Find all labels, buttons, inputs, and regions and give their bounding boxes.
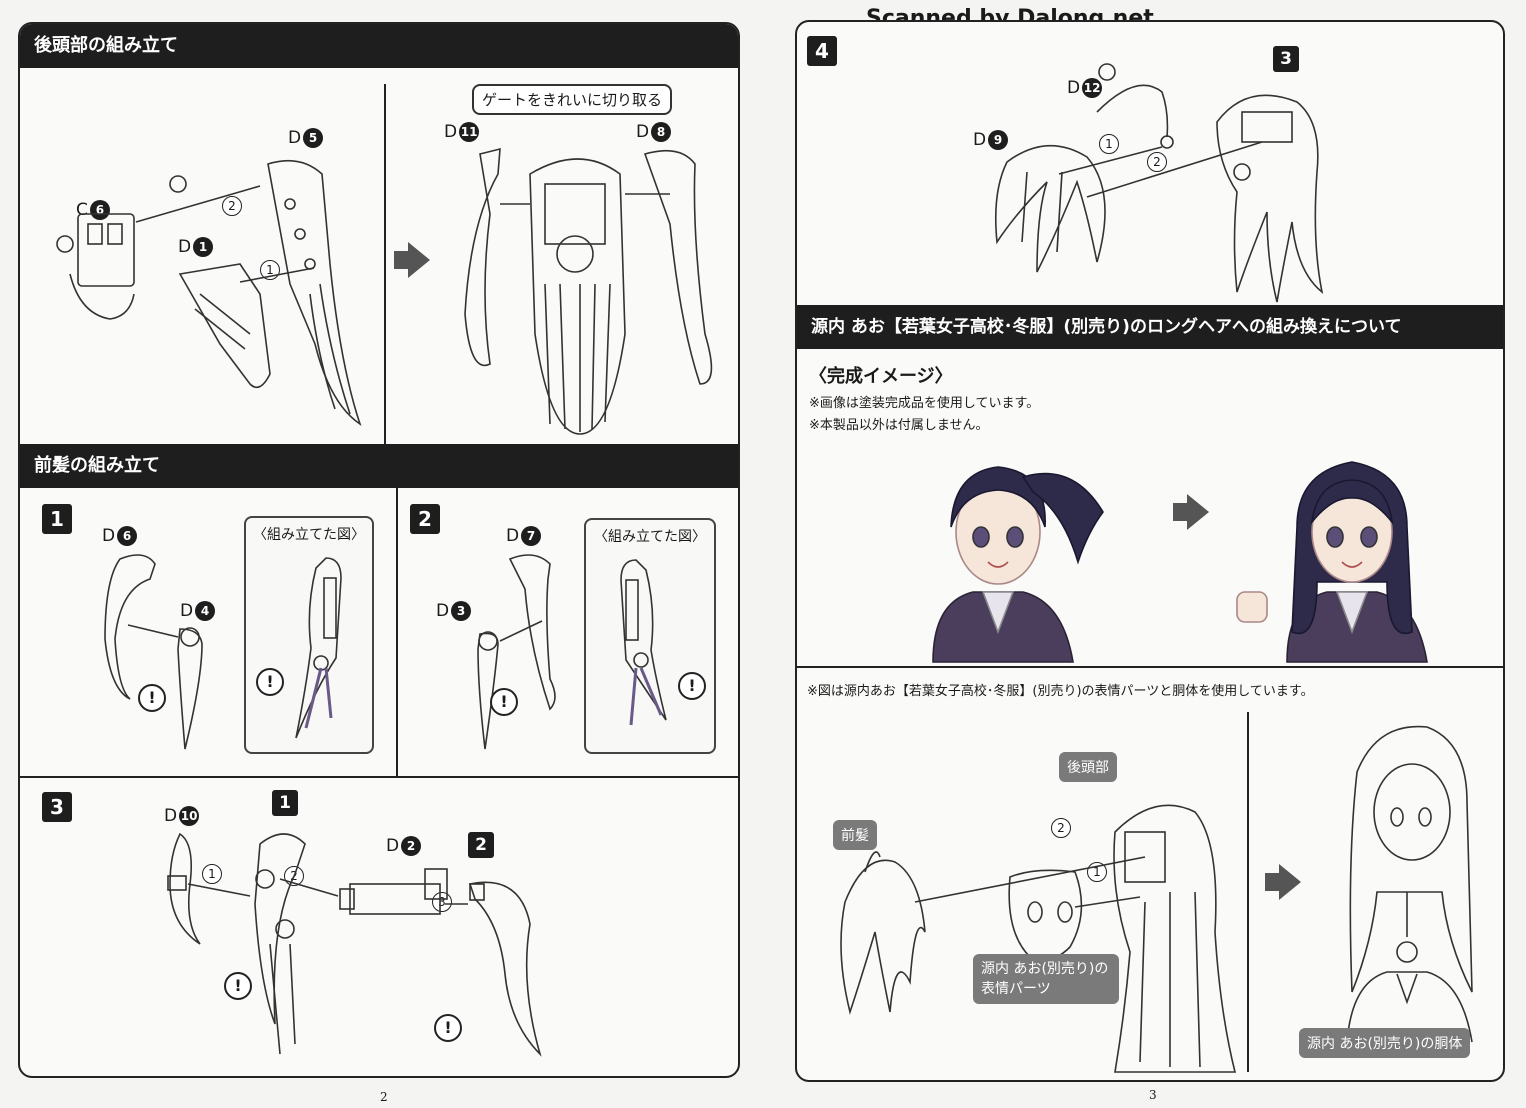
assembled-bang-illustration [620,559,667,726]
step-number-4: 4 [807,36,837,66]
order-marker-2: 2 [1147,152,1167,172]
note-uses-parts: ※図は源内あお【若葉女子高校･冬服】(別売り)の表情パーツと胴体を使用しています… [807,684,1314,699]
ref-step-3: 3 [1273,46,1299,72]
page-number: 3 [1149,1088,1157,1102]
step1-parts-illustration [104,554,203,750]
caution-icon: ! [434,1014,462,1042]
caution-icon: ! [256,668,284,696]
ref-step-1: 1 [272,790,298,816]
step-number-3: 3 [42,792,72,822]
label-back-head: 後頭部 [1059,752,1117,782]
back-head-assembled-illustration [464,147,713,435]
divider [1247,712,1249,1072]
label-body: 源内 あお(別売り)の胴体 [1299,1028,1471,1058]
step2-parts-illustration [477,554,556,750]
order-marker-2: 2 [1051,818,1071,838]
step-number-1: 1 [42,504,72,534]
arrow-right [1265,864,1301,900]
inset-title: 〈組み立てた図〉 [253,527,365,543]
step4-assembly-illustration [995,63,1324,303]
inset-assembled-view-1: 〈組み立てた図〉 ! [244,516,374,754]
final-head-on-body-illustration [1346,725,1473,1043]
section-header-back-head: 後頭部の組み立て [20,24,738,68]
caution-icon: ! [490,688,518,716]
figure-photo-ponytail [932,466,1104,663]
order-marker-1: 1 [202,864,222,884]
long-hair-assembly-illustration [840,804,1237,1073]
note-not-included: ※本製品以外は付属しません。 [809,418,989,433]
divider [20,776,738,778]
page-number: 2 [380,1090,388,1104]
figure-photo-long-hair [1236,461,1428,663]
divider [384,84,386,454]
step3-assembly-illustration [167,832,542,1057]
order-marker-2: 2 [222,196,242,216]
arrow-right [394,242,430,278]
step-number-2: 2 [410,504,440,534]
complete-image-title: 〈完成イメージ〉 [809,366,953,387]
note-painted: ※画像は塗装完成品を使用しています。 [809,396,1040,411]
section-header-bangs: 前髪の組み立て [20,444,738,488]
label-front-hair: 前髪 [833,820,877,850]
divider [797,666,1503,668]
order-marker-1: 1 [1099,134,1119,154]
inset-assembled-view-2: 〈組み立てた図〉 ! [584,518,716,754]
divider [396,488,398,778]
ref-step-2: 2 [468,832,494,858]
assembled-bang-illustration [295,557,342,739]
caution-icon: ! [224,972,252,1000]
callout-remove-gate: ゲートをきれいに切り取る [472,84,673,115]
label-face-parts: 源内 あお(別売り)の表情パーツ [973,954,1119,1004]
section-header-long-hair: 源内 あお【若葉女子高校･冬服】(別売り)のロングヘアへの組み換えについて [797,305,1503,349]
caution-icon: ! [678,672,706,700]
inset-title: 〈組み立てた図〉 [594,529,706,545]
caution-icon: ! [138,684,166,712]
arrow-right [1173,494,1209,530]
back-head-parts-illustration [56,159,362,426]
